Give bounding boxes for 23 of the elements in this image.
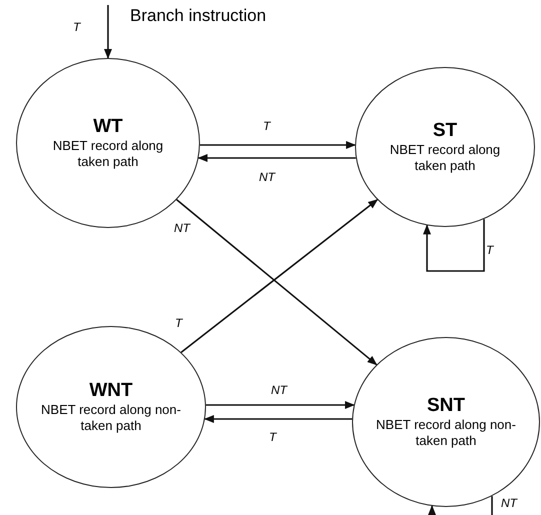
state-description: NBET record along non-taken path [375, 417, 517, 449]
edge-label: NT [258, 170, 276, 184]
arrow [428, 496, 493, 515]
arrow [423, 219, 485, 272]
edge-label: T [485, 243, 494, 257]
arrow [200, 141, 356, 149]
state-description: NBET record along taken path [388, 142, 502, 174]
edge-label: T [174, 316, 184, 330]
caption-text: Branch instruction [130, 6, 266, 26]
edge-label: NT [270, 383, 288, 397]
state-name: ST [432, 120, 458, 142]
edge-label: T [268, 430, 278, 444]
state-description: NBET record along non-taken path [40, 402, 182, 434]
edge-label: T [72, 20, 82, 34]
state-name: WNT [89, 380, 133, 402]
state-description: NBET record along taken path [52, 138, 164, 170]
edge-label: T [262, 119, 272, 133]
arrow [104, 5, 112, 59]
arrow [206, 401, 355, 409]
state-name: WT [93, 116, 123, 138]
arrow [204, 415, 352, 423]
state-name: SNT [427, 395, 465, 417]
arrow [198, 154, 356, 162]
